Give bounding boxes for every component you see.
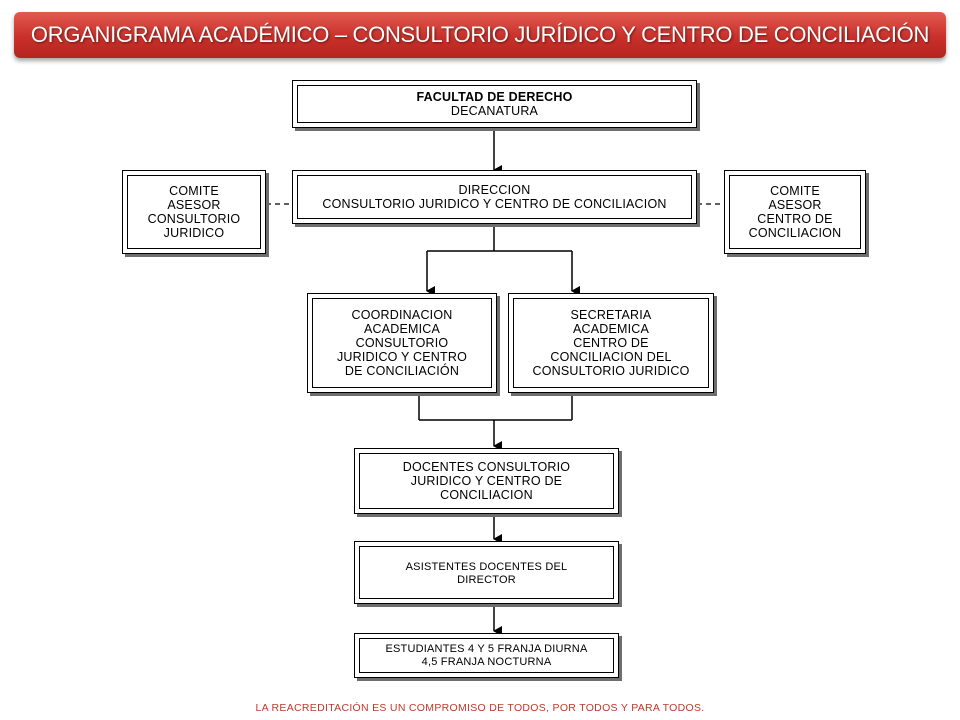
node-facultad-title: FACULTAD DE DERECHO — [416, 90, 573, 104]
node-line: DOCENTES CONSULTORIO — [402, 460, 571, 474]
title-banner: ORGANIGRAMA ACADÉMICO – CONSULTORIO JURÍ… — [14, 12, 946, 58]
node-facultad-subtitle: DECANATURA — [450, 104, 539, 118]
node-line: DE CONCILIACIÓN — [344, 364, 460, 378]
node-line: ACADEMICA — [363, 322, 441, 336]
node-line: COMITE — [169, 184, 219, 198]
node-line: ASESOR — [768, 198, 822, 212]
node-direccion-subtitle: CONSULTORIO JURIDICO Y CENTRO DE CONCILI… — [322, 197, 667, 211]
node-line: CONCILIACION — [440, 488, 533, 502]
node-line: JURIDICO Y CENTRO DE — [410, 474, 563, 488]
node-comite-asesor-centro: COMITE ASESOR CENTRO DE CONCILIACION — [724, 170, 866, 254]
node-line: COORDINACION — [351, 308, 453, 322]
node-line: CONSULTORIO — [147, 212, 241, 226]
node-line: CONCILIACION DEL — [550, 350, 672, 364]
node-comite-asesor-consultorio: COMITE ASESOR CONSULTORIO JURIDICO — [122, 170, 266, 254]
node-direccion: DIRECCION CONSULTORIO JURIDICO Y CENTRO … — [292, 170, 697, 224]
node-line: DIRECTOR — [457, 574, 516, 586]
node-estudiantes: ESTUDIANTES 4 Y 5 FRANJA DIURNA 4,5 FRAN… — [354, 633, 619, 678]
node-line: JURIDICO — [163, 226, 225, 240]
node-line: CONSULTORIO — [355, 336, 449, 350]
node-facultad-derecho: FACULTAD DE DERECHO DECANATURA — [292, 80, 697, 128]
node-line: ASESOR — [167, 198, 221, 212]
node-asistentes: ASISTENTES DOCENTES DEL DIRECTOR — [354, 541, 619, 604]
node-line: CENTRO DE — [573, 336, 649, 350]
node-line: COMITE — [770, 184, 820, 198]
node-line: CENTRO DE — [757, 212, 833, 226]
node-line: ASISTENTES DOCENTES DEL — [405, 561, 568, 573]
node-line: CONSULTORIO JURIDICO — [532, 364, 690, 378]
node-line: 4,5 FRANJA NOCTURNA — [421, 655, 552, 668]
node-line: CONCILIACION — [748, 226, 842, 240]
page-title: ORGANIGRAMA ACADÉMICO – CONSULTORIO JURÍ… — [30, 22, 930, 47]
node-line: SECRETARIA — [570, 308, 652, 322]
node-secretaria-academica: SECRETARIA ACADEMICA CENTRO DE CONCILIAC… — [508, 293, 714, 393]
node-line: JURIDICO Y CENTRO — [336, 350, 468, 364]
node-coordinacion-academica: COORDINACION ACADEMICA CONSULTORIO JURID… — [307, 293, 497, 393]
node-direccion-title: DIRECCION — [458, 183, 531, 197]
node-docentes: DOCENTES CONSULTORIO JURIDICO Y CENTRO D… — [354, 448, 619, 514]
node-line: ESTUDIANTES 4 Y 5 FRANJA DIURNA — [385, 642, 588, 655]
node-line: ACADEMICA — [572, 322, 650, 336]
footer-slogan: LA REACREDITACIÓN ES UN COMPROMISO DE TO… — [255, 702, 705, 714]
